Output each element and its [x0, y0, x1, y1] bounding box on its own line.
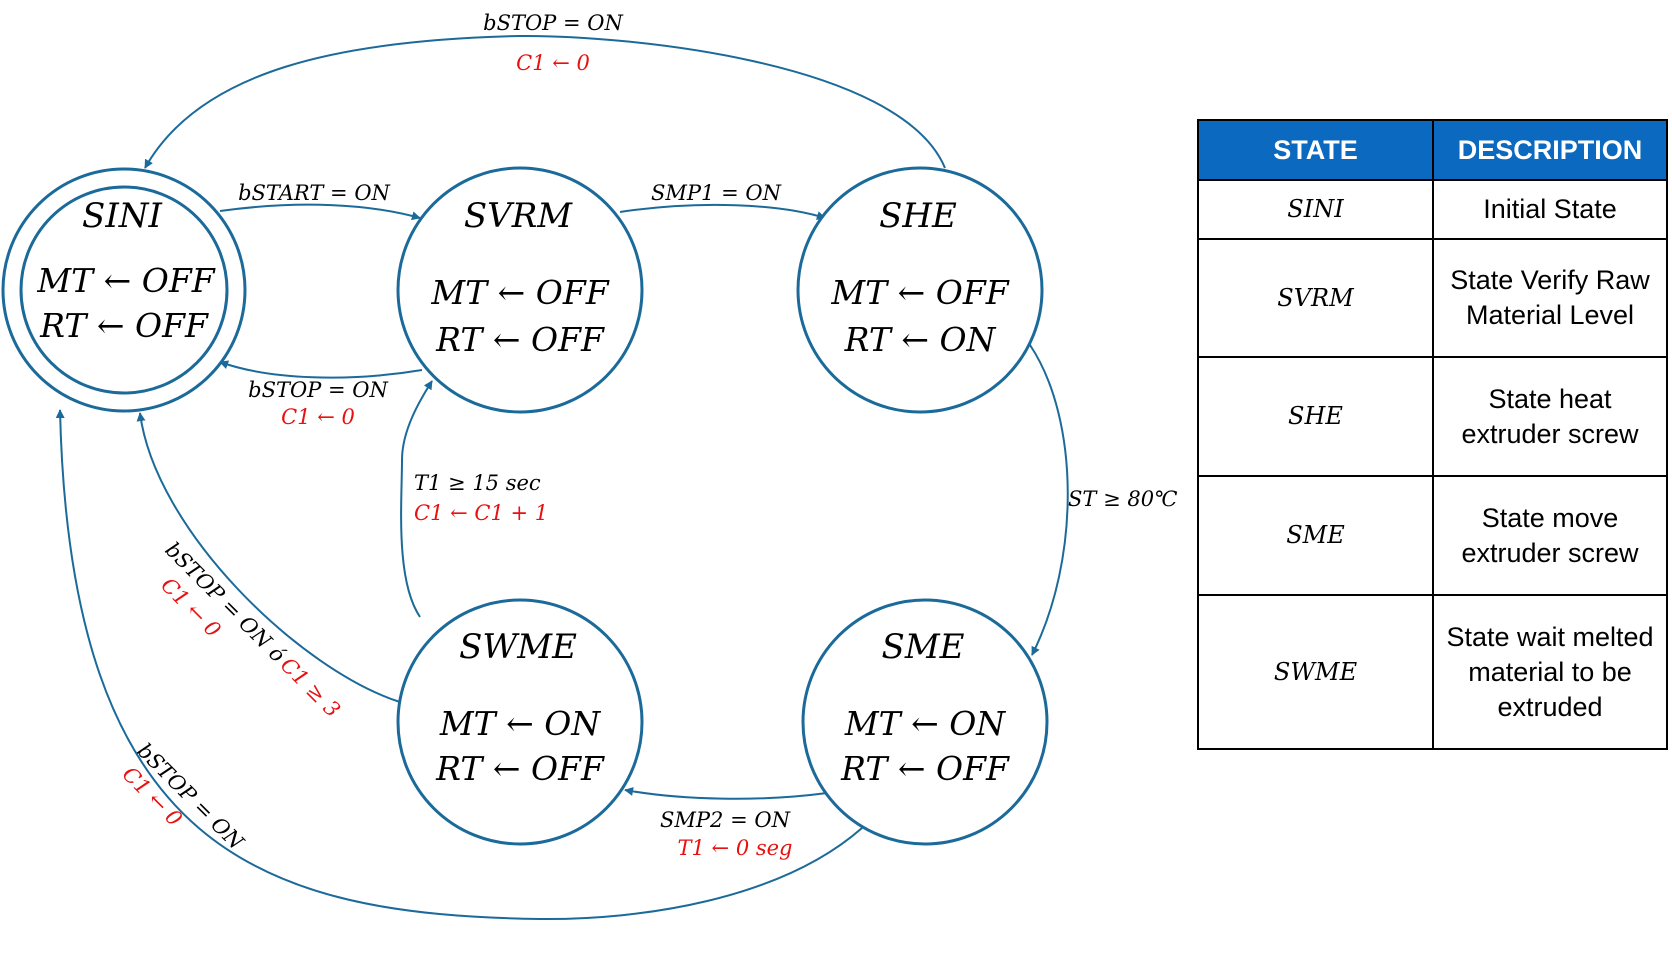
state-output: RT ← OFF	[39, 306, 209, 345]
cell-state: SWME	[1197, 594, 1434, 750]
state-name: SME	[882, 627, 965, 667]
cell-description: State Verify Raw Material Level	[1432, 238, 1668, 358]
column-header-description: DESCRIPTION	[1432, 119, 1668, 181]
state-diagram: SINI MT ← OFF RT ← OFF SVRM MT ← OFF RT …	[1, 11, 1178, 921]
label-she-sini-condition: bSTOP = ON	[483, 11, 623, 35]
state-output: MT ← ON	[844, 704, 1006, 743]
label-svrm-sini-action: C1 ← 0	[281, 405, 355, 429]
cell-description: Initial State	[1432, 179, 1668, 240]
table-row: SVRM State Verify Raw Material Level	[1197, 238, 1668, 358]
state-name: SINI	[82, 196, 162, 236]
state-output: MT ← OFF	[430, 273, 609, 312]
state-description-table: STATE DESCRIPTION SINI Initial State SVR…	[1197, 119, 1668, 750]
edge-svrm-sini	[219, 360, 423, 379]
cell-description: State move extruder screw	[1432, 475, 1668, 596]
label-svrm-she-condition: SMP1 = ON	[651, 181, 782, 205]
edge-svrm-she	[619, 203, 826, 220]
edge-she-sini	[144, 34, 946, 169]
table-row: SWME State wait melted material to be ex…	[1197, 594, 1668, 750]
edge-sme-swme	[624, 787, 828, 800]
label-swme-sini-action: C1 ≥ 3	[276, 653, 345, 722]
edge-sme-sini	[55, 409, 863, 921]
state-name: SVRM	[464, 196, 573, 236]
label-swme-svrm-action: C1 ← C1 + 1	[414, 501, 548, 525]
state-output: RT ← OFF	[435, 749, 605, 788]
cell-description: State wait melted material to be extrude…	[1432, 594, 1668, 750]
cell-state: SHE	[1197, 356, 1434, 477]
state-output: MT ← OFF	[36, 261, 215, 300]
state-output: MT ← ON	[439, 704, 601, 743]
column-header-state: STATE	[1197, 119, 1434, 181]
state-output: RT ← OFF	[435, 320, 605, 359]
edge-swme-sini	[136, 412, 401, 703]
state-output: MT ← OFF	[830, 273, 1009, 312]
label-sme-swme-condition: SMP2 = ON	[660, 808, 791, 832]
label-she-sini-action: C1 ← 0	[516, 51, 590, 75]
state-swme: SWME MT ← ON RT ← OFF	[396, 598, 644, 846]
state-sme: SME MT ← ON RT ← OFF	[801, 598, 1049, 846]
label-swme-svrm-condition: T1 ≥ 15 sec	[414, 471, 541, 495]
state-output: RT ← ON	[844, 320, 997, 359]
state-she: SHE MT ← OFF RT ← ON	[796, 166, 1044, 414]
edge-sini-svrm	[219, 203, 421, 221]
table-row: SHE State heat extruder screw	[1197, 356, 1668, 477]
label-sme-swme-action: T1 ← 0 seg	[678, 836, 793, 860]
state-svrm: SVRM MT ← OFF RT ← OFF	[396, 166, 644, 414]
state-sini: SINI MT ← OFF RT ← OFF	[1, 167, 247, 413]
edge-she-sme	[1029, 344, 1069, 656]
cell-state: SINI	[1197, 179, 1434, 240]
label-sini-svrm-condition: bSTART = ON	[238, 181, 390, 205]
label-she-sme-condition: ST ≥ 80℃	[1068, 487, 1178, 511]
table-row: SME State move extruder screw	[1197, 475, 1668, 596]
cell-state: SME	[1197, 475, 1434, 596]
cell-description: State heat extruder screw	[1432, 356, 1668, 477]
table-header-row: STATE DESCRIPTION	[1197, 119, 1668, 181]
table-row: SINI Initial State	[1197, 179, 1668, 240]
cell-state: SVRM	[1197, 238, 1434, 358]
state-output: RT ← OFF	[840, 749, 1010, 788]
edge-swme-svrm	[400, 380, 433, 618]
label-svrm-sini-condition: bSTOP = ON	[248, 378, 388, 402]
state-name: SHE	[879, 196, 957, 236]
state-name: SWME	[459, 627, 577, 667]
